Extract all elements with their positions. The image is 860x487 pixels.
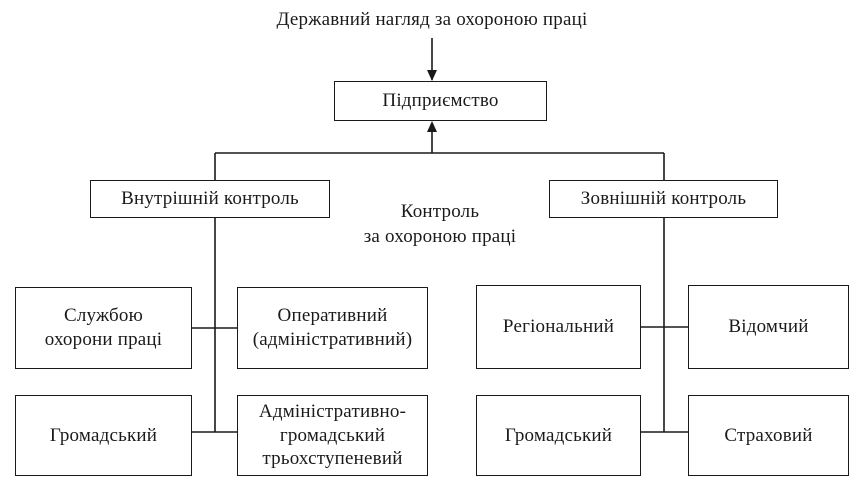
external-control-box: Зовнішній контроль: [549, 180, 778, 218]
operational-box: Оперативний (адміністративний): [237, 287, 428, 369]
internal-public-box: Громадський: [15, 395, 192, 476]
internal-control-box: Внутрішній контроль: [90, 180, 330, 218]
external-public-box: Громадський: [476, 395, 641, 476]
insurance-box: Страховий: [688, 395, 849, 476]
regional-box: Регіональний: [476, 285, 641, 369]
departmental-box: Відомчий: [688, 285, 849, 369]
three-stage-box: Адміністративно- громадський трьохступен…: [237, 395, 428, 476]
labor-safety-control-label: Контроль за охороною праці: [363, 201, 517, 247]
labor-safety-service-box: Службою охорони праці: [15, 287, 192, 369]
state-supervision-label: Державний нагляд за охороною праці: [276, 9, 588, 30]
enterprise-box: Підприємство: [334, 81, 547, 121]
